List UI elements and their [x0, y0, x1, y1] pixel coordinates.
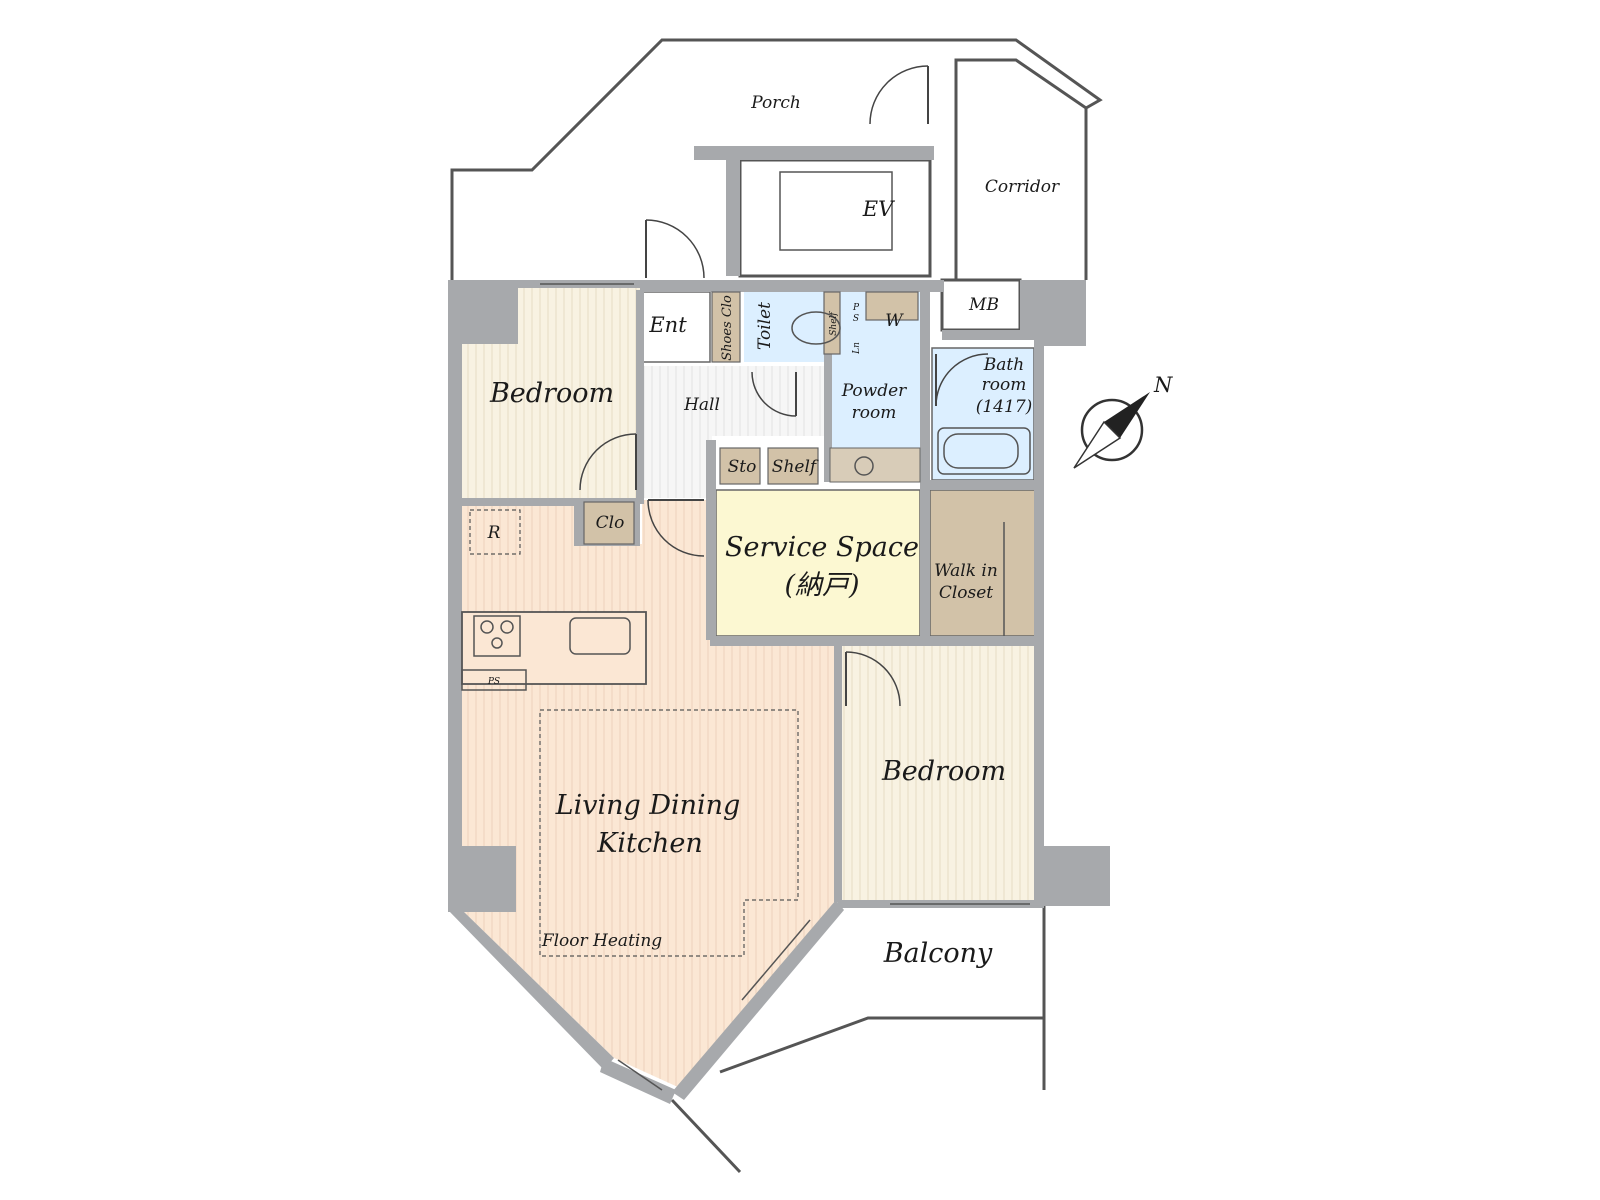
closet-clo: [583, 501, 635, 545]
label-powder-1: Powder: [841, 381, 907, 401]
entrance-floor: [641, 291, 711, 363]
label-powder-2: room: [852, 403, 897, 423]
label-service-space: Service Space: [725, 532, 919, 563]
label-nando: (納戸): [784, 570, 859, 601]
label-shelf: Shelf: [772, 457, 819, 477]
cooktop: [473, 615, 521, 657]
common-area: [450, 38, 1103, 332]
compass-north-label: N: [1153, 373, 1173, 397]
toilet-shelf: [823, 291, 841, 355]
labels: Porch EV Corridor MB Ent Shoes Clo Toile…: [487, 93, 1060, 969]
label-ps-kitchen: PS: [487, 677, 500, 687]
label-bath-3: (1417): [976, 397, 1033, 417]
label-balcony: Balcony: [883, 938, 993, 969]
service-space-floor: [715, 489, 921, 637]
label-clo: Clo: [596, 513, 625, 533]
label-mb: MB: [968, 295, 999, 315]
fixtures: [461, 291, 1031, 957]
toilet-bowl: [791, 311, 841, 345]
kitchen-counter: [461, 611, 647, 685]
label-hall: Hall: [683, 395, 720, 415]
compass: N: [1073, 373, 1173, 469]
shoes-closet: [711, 291, 741, 363]
hall-floor: [642, 366, 824, 498]
east-wall: [1020, 280, 1086, 906]
label-ldk-2: Kitchen: [596, 828, 703, 859]
porch-outline: [450, 38, 1103, 280]
label-ln: Ln: [852, 342, 862, 355]
label-corridor: Corridor: [985, 177, 1060, 197]
label-r: R: [487, 523, 501, 543]
label-bedroom-nw: Bedroom: [489, 378, 614, 409]
bathtub: [937, 427, 1031, 475]
ev-shaft: [738, 158, 932, 278]
bedroom-se-floor: [840, 646, 1042, 900]
label-walk-in-2: Closet: [939, 583, 993, 603]
label-w: W: [885, 311, 904, 331]
toilet-floor: [744, 292, 826, 362]
label-walk-in-1: Walk in: [934, 561, 998, 581]
porch-door-swing: [869, 65, 929, 125]
ev-car: [779, 171, 893, 251]
washer-space: [865, 291, 919, 321]
label-bath-1: Bath: [983, 355, 1024, 375]
label-bedroom-se: Bedroom: [881, 756, 1006, 787]
north-arrow-icon: [1104, 392, 1150, 438]
doors: [540, 219, 1030, 1091]
label-ev: EV: [862, 197, 895, 221]
label-floor-heating: Floor Heating: [541, 931, 662, 951]
kitchen-sink: [569, 617, 631, 655]
walk-in-closet-floor: [929, 489, 1043, 637]
label-porch: Porch: [750, 93, 801, 113]
label-ent: Ent: [648, 313, 687, 337]
label-shoes-clo: Shoes Clo: [720, 295, 735, 361]
label-toilet-shelf: Shelf: [829, 311, 839, 336]
balcony-outline: [838, 904, 1046, 1090]
label-bath-2: room: [982, 375, 1027, 395]
label-ldk-1: Living Dining: [555, 790, 741, 821]
ev-wall: [694, 146, 934, 276]
entrance-door-swing: [645, 219, 705, 279]
label-toilet: Toilet: [755, 302, 775, 350]
storage-shelf: [767, 447, 819, 485]
vanity: [829, 447, 921, 483]
refrigerator-space: [469, 509, 521, 555]
label-sto: Sto: [728, 457, 757, 477]
ps-kitchen-box: [461, 669, 527, 691]
storage-sto: [719, 447, 761, 485]
